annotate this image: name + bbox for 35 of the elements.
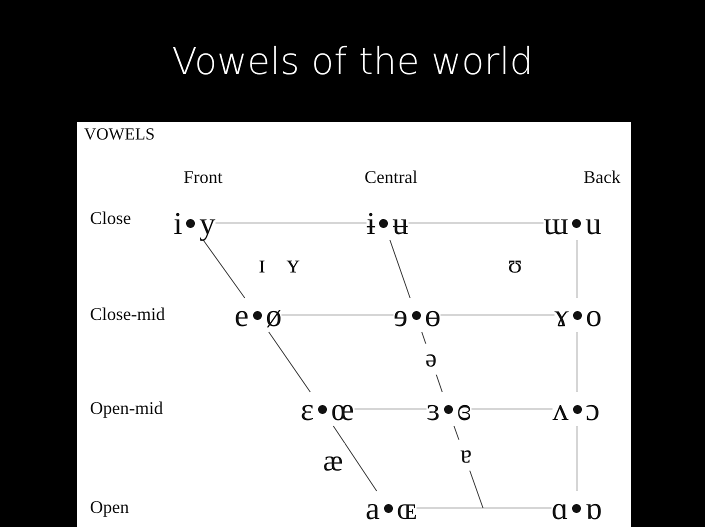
vowel-pair: ɜ ɞ [426,392,472,426]
connector-line [281,314,394,316]
vowel-pair: ɛ œ [300,392,354,426]
vowel-pair: ɑ ɒ [552,491,602,525]
vowel-pair: i y [174,206,216,240]
vowel-pair: ɨ ʉ [366,206,408,240]
axis-label: Close [90,209,132,229]
vowel-pair: ɯ u [544,206,602,240]
axis-label: Open [90,498,129,518]
connector-line [576,426,578,492]
axis-label: Open-mid [90,399,163,419]
connector-line [268,332,311,392]
slide-title: Vowels of the world [170,40,534,83]
connector-line [471,408,553,410]
connector-line [389,240,411,298]
connector-line [215,222,367,224]
connector-line [440,314,555,316]
axis-label: Close-mid [90,305,165,325]
vowel-pair: a ɶ [366,491,417,525]
connector-line [202,240,246,298]
axis-label: Central [364,168,418,188]
vowel-pair: e ø [234,298,282,332]
connector-line [354,408,427,410]
axis-label: Back [584,168,620,188]
vowel-pair: ɤ o [554,298,602,332]
connector-line [332,426,378,492]
connector-line [576,332,578,392]
connector-line [408,222,544,224]
connector-line [576,240,578,298]
vowel-pair: ɘ ɵ [394,298,441,332]
axis-label: VOWELS [84,126,155,144]
axis-label: Front [184,168,222,188]
vowel-symbol: ə [423,344,439,374]
vowel-pair: ʌ ɔ [552,392,600,426]
vowel-symbol: ɐ [458,440,474,470]
